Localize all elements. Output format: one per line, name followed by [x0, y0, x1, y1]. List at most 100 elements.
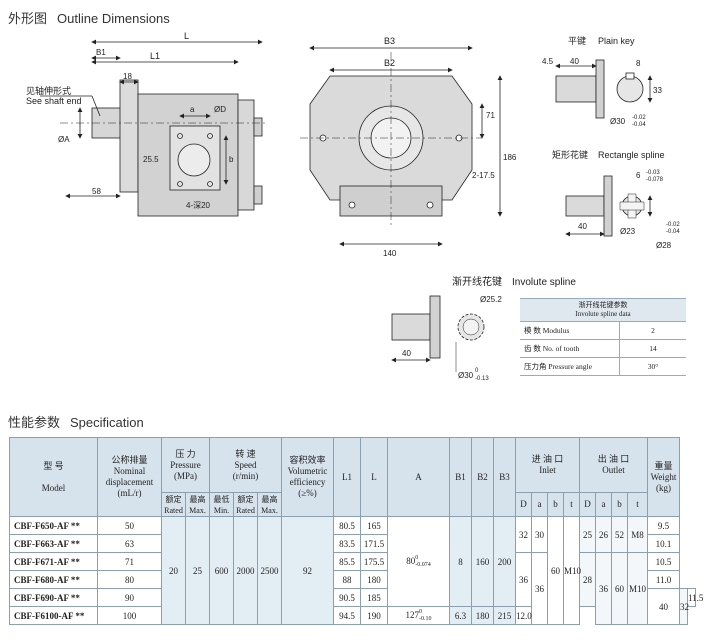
pk-dim-30: Ø30	[610, 117, 626, 126]
pk-dim-33: 33	[653, 86, 662, 95]
cell-A-group2: 1270-0.10	[387, 606, 451, 625]
cell-outlet-a: 26	[595, 516, 613, 553]
header-model-en: Model	[41, 482, 66, 493]
table-row: CBF-F671-AF ** 71 85.5 175.5 36 36 28 36…	[9, 552, 696, 625]
header-disp-unit: (mL/r)	[117, 488, 142, 498]
involute-row-label: 齿 数 No. of tooth	[520, 339, 620, 358]
cell-L1: 83.5	[333, 534, 362, 553]
cell-max-pressure: 25	[185, 516, 210, 625]
dim-140: 140	[383, 249, 397, 258]
shaft-note-en: See shaft end	[26, 96, 82, 106]
involute-spline-table: 渐开线花键参数 Involute spline data 模 数 Modulus…	[520, 298, 686, 376]
side-view-drawing	[40, 39, 268, 217]
outline-title-en: Outline Dimensions	[57, 11, 170, 26]
cell-model: CBF-F690-AF **	[9, 588, 98, 607]
header-outlet-t: t	[627, 492, 649, 517]
header-L1: L1	[333, 437, 362, 517]
cell-efficiency: 92	[281, 516, 335, 625]
cell-L1: 90.5	[333, 588, 362, 607]
A2-tol-lo: -0.10	[419, 615, 432, 622]
A2-tol-up: 0	[419, 608, 423, 615]
involute-label-en: Modulus	[542, 326, 570, 335]
cell-outlet-D: 25	[579, 516, 597, 553]
cell-outlet-t: M8	[627, 516, 649, 553]
header-press-en: Pressure	[170, 459, 201, 470]
rect-spline-title-cn: 矩形花键	[552, 149, 588, 160]
dim-b: b	[229, 155, 234, 164]
pk-dim-40: 40	[570, 57, 579, 66]
header-min-cn: 最低	[213, 494, 230, 504]
involute-row-value: 2	[619, 321, 686, 340]
cell-outlet-D: 32	[679, 588, 689, 625]
involute-row-value: 14	[619, 339, 686, 358]
header-inlet-cn: 进 油 口	[531, 454, 564, 464]
involute-row-modulus: 模 数 Modulus 2	[520, 321, 686, 340]
table-row: CBF-F650-AF ** 50 20 25 600 2000 2500 92…	[9, 516, 696, 625]
rs-dim-6: 6	[636, 171, 641, 180]
dim-18: 18	[123, 72, 132, 81]
header-outlet-b: b	[611, 492, 629, 517]
header-B3: B3	[493, 437, 517, 517]
header-min-en: Min.	[213, 505, 230, 515]
plain-key-title-cn: 平键	[568, 35, 586, 46]
rs-tol28-lo: -0.04	[666, 229, 680, 235]
cell-model: CBF-F6100-AF **	[9, 606, 98, 625]
header-outlet-D: D	[579, 492, 597, 517]
cell-displacement: 100	[97, 606, 162, 625]
dim-L1: L1	[150, 51, 160, 61]
involute-title-en: Involute spline	[512, 277, 576, 288]
dim-186: 186	[503, 153, 517, 162]
dim-4-holes: 4-深20	[186, 201, 211, 210]
involute-row-teeth: 齿 数 No. of tooth 14	[520, 339, 686, 358]
involute-label-cn: 模 数	[524, 326, 541, 335]
involute-table-header: 渐开线花键参数 Involute spline data	[520, 298, 686, 322]
header-press-cn: 压 力	[175, 448, 196, 459]
A1-tol-up: 0	[415, 554, 419, 561]
header-disp-cn: 公称排量	[111, 455, 148, 465]
involute-spline-drawing	[391, 295, 485, 372]
header-rated-cn: 额定	[237, 494, 254, 504]
header-eff-unit: (≥%)	[298, 488, 317, 498]
header-disp-en2: displacement	[105, 477, 154, 487]
cell-inlet-t: M10	[563, 516, 581, 625]
dim-A: ØA	[58, 135, 70, 144]
rect-spline-drawing	[565, 175, 653, 237]
header-rated-en: Rated	[164, 505, 183, 515]
cell-inlet-a: 36	[531, 552, 549, 625]
cell-L1: 85.5	[333, 552, 362, 571]
cell-L: 175.5	[360, 552, 389, 571]
cell-rated-speed: 2000	[233, 516, 258, 625]
A1-value: 80	[406, 555, 416, 566]
header-inlet-a: a	[531, 492, 549, 517]
cell-outlet-b: 52	[611, 516, 629, 553]
header-outlet-cn: 出 油 口	[597, 454, 630, 464]
table-row: CBF-F6100-AF ** 100 94.5 190 1270-0.10 6…	[9, 606, 696, 625]
cell-weight: 11.5	[687, 588, 703, 607]
cell-inlet-D: 36	[515, 552, 533, 607]
cell-displacement: 50	[97, 516, 162, 535]
cell-model: CBF-F663-AF **	[9, 534, 98, 553]
header-max-cn: 最高	[261, 494, 278, 504]
dim-D: ØD	[214, 105, 226, 114]
cell-L1: 88	[333, 570, 362, 589]
involute-row-value: 30°	[619, 357, 686, 376]
cell-inlet-b: 60	[547, 516, 565, 625]
rect-spline-title-en: Rectangle spline	[598, 150, 665, 160]
cell-B1-group2: 6.3	[449, 606, 473, 625]
involute-row-label: 压力角 Pressure angle	[520, 357, 620, 376]
header-model-cn: 型 号	[43, 460, 64, 471]
cell-displacement: 90	[97, 588, 162, 607]
cell-min-speed: 600	[209, 516, 234, 625]
header-inlet-t: t	[563, 492, 581, 517]
header-outlet-a: a	[595, 492, 613, 517]
